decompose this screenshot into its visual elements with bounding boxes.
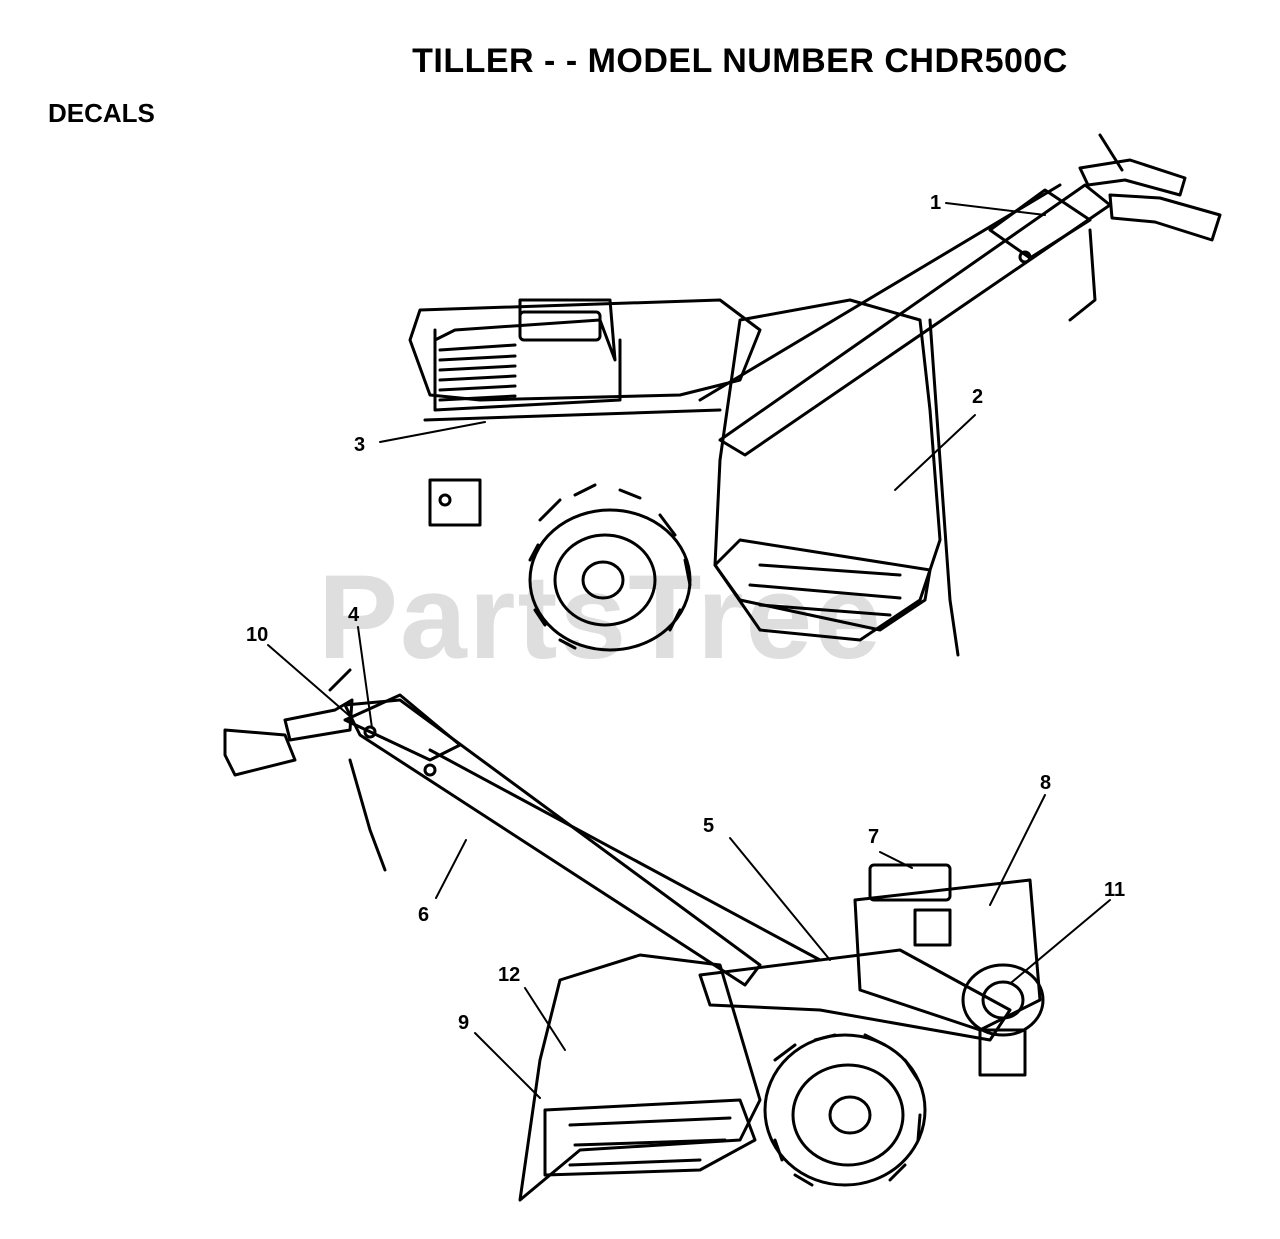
bottom-shield-slot2	[573, 1138, 727, 1147]
bottom-control-lever	[328, 668, 387, 872]
leader-1	[945, 202, 1046, 216]
top-shield-slot1	[758, 563, 902, 577]
leader-7	[879, 851, 913, 869]
leader-9	[474, 1032, 541, 1099]
callout-9: 9	[458, 1012, 470, 1034]
top-bracket-bolt	[438, 493, 452, 507]
leader-lines	[267, 202, 1111, 1099]
leader-12	[524, 987, 566, 1051]
top-engine-fins	[438, 343, 517, 402]
callout-2: 2	[972, 386, 984, 408]
bottom-belt-guard	[698, 948, 1012, 1042]
leader-7-unused	[878, 452, 912, 868]
top-belt-guard	[408, 298, 762, 402]
leader-10	[267, 644, 353, 719]
top-hood-drape	[928, 318, 960, 657]
callout-11: 11	[1104, 879, 1126, 901]
top-engine-body	[433, 298, 617, 362]
top-wheel-hub	[581, 560, 625, 600]
callout-6: 6	[418, 904, 430, 926]
leader-2	[894, 414, 976, 491]
bottom-tiller-illustration	[223, 668, 1045, 1202]
top-handle-bolt	[1018, 250, 1032, 264]
bottom-engine-starter	[961, 963, 1045, 1037]
top-tine-shield	[713, 538, 932, 632]
top-wheel-rim	[553, 533, 657, 627]
bottom-tine-shield	[543, 1098, 757, 1177]
top-tine-hood	[713, 298, 942, 642]
bottom-engine-box	[913, 908, 952, 947]
page-title: TILLER - - MODEL NUMBER CHDR500C	[412, 42, 1068, 80]
top-engine-block	[433, 328, 622, 412]
callout-4: 4	[348, 604, 360, 626]
top-shield-slot2	[748, 583, 902, 600]
bottom-handle-bolt2	[423, 763, 437, 777]
top-belt-guard-inner	[423, 408, 722, 422]
callout-1: 1	[930, 192, 942, 214]
leader-3	[379, 421, 486, 443]
leader-4	[357, 626, 373, 729]
leader-6	[435, 839, 467, 899]
callout-10: 10	[246, 624, 269, 646]
bottom-wheel-rim	[791, 1063, 905, 1167]
top-grip-upper	[1078, 158, 1187, 197]
leader-11	[1011, 899, 1111, 983]
bottom-wheel-hub	[828, 1095, 872, 1135]
top-control-lever	[1068, 133, 1124, 322]
top-tiller-illustration	[408, 133, 1222, 657]
bottom-shield-slot3	[568, 1158, 702, 1167]
top-handle-inner	[698, 183, 1062, 402]
bottom-wheel-tire	[763, 1033, 927, 1187]
top-handle-panel	[988, 188, 1092, 260]
leader-5	[729, 837, 831, 961]
bottom-handle-bolt	[363, 725, 377, 739]
bottom-handle-inner	[428, 748, 822, 962]
top-shield-slot3	[758, 603, 892, 617]
callout-3: 3	[354, 434, 366, 456]
bottom-handle-tube	[343, 698, 762, 987]
bottom-grip-lower	[223, 728, 297, 777]
top-wheel-treads	[528, 483, 692, 650]
callout-8: 8	[1040, 772, 1052, 794]
bottom-rear-bracket	[978, 1028, 1027, 1077]
top-grip-lower	[1108, 193, 1222, 242]
bottom-grip-upper	[283, 698, 354, 742]
callout-7: 7	[868, 826, 880, 848]
top-front-bracket	[428, 478, 482, 527]
bottom-tine-hood	[518, 953, 762, 1202]
callout-12: 12	[498, 964, 521, 986]
top-engine-tank	[518, 310, 602, 342]
bottom-handle-panel	[343, 693, 462, 762]
leader-8	[989, 794, 1046, 906]
bottom-engine-tank	[868, 863, 952, 902]
callout-5: 5	[703, 815, 715, 837]
watermark: PartsTree	[318, 550, 884, 684]
bottom-engine-body	[853, 878, 1042, 1032]
bottom-wheel-treads	[773, 1033, 922, 1187]
bottom-shield-slot1	[568, 1116, 732, 1127]
section-heading: DECALS	[48, 98, 155, 128]
